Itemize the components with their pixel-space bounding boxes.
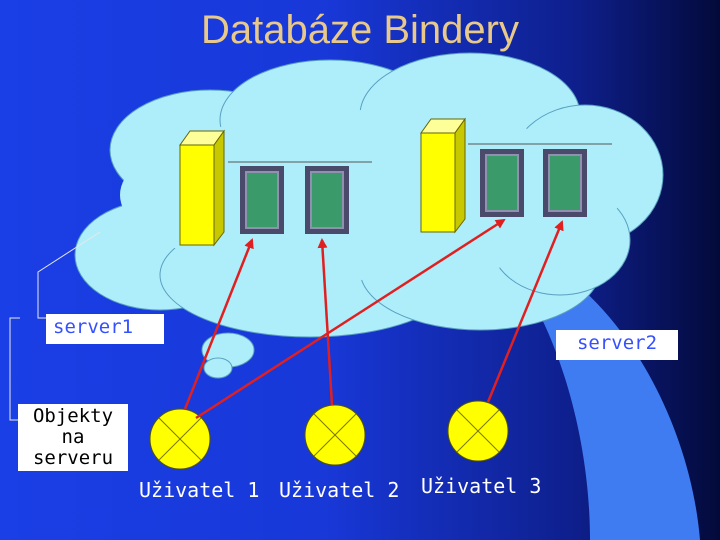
- objects-label-line-1: Objekty: [32, 405, 114, 427]
- bracket-lines: [9, 231, 101, 421]
- objects-label-line-2: na: [61, 426, 85, 448]
- object-box-icon: [305, 166, 349, 234]
- user-3-label: Uživatel 3: [421, 474, 542, 498]
- object-box-icon: [543, 149, 587, 217]
- arrow-user1-to-server1: [183, 238, 254, 410]
- object-box-icon: [480, 149, 524, 217]
- user-1-icon: [149, 408, 211, 470]
- user-3-icon: [447, 400, 509, 462]
- objects-on-server-label: Objekty na serveru: [18, 404, 128, 471]
- user-1-label: Uživatel 1: [139, 478, 260, 502]
- user-2-icon: [304, 404, 366, 466]
- cloud-tail: [201, 332, 255, 379]
- user-2-label: Uživatel 2: [279, 478, 400, 502]
- objects-label-line-3: serveru: [32, 447, 114, 469]
- object-box-icon: [240, 166, 284, 234]
- slide-title: Databáze Bindery: [201, 8, 519, 52]
- arrow-user3-to-server2: [486, 220, 564, 403]
- server-1-icon: [179, 129, 372, 247]
- arrow-user1-to-server2: [195, 218, 506, 420]
- server2-label: server2: [556, 330, 678, 360]
- arrow-user2-to-server1: [317, 238, 334, 406]
- server1-label: server1: [46, 314, 164, 344]
- server-2-icon: [420, 117, 612, 234]
